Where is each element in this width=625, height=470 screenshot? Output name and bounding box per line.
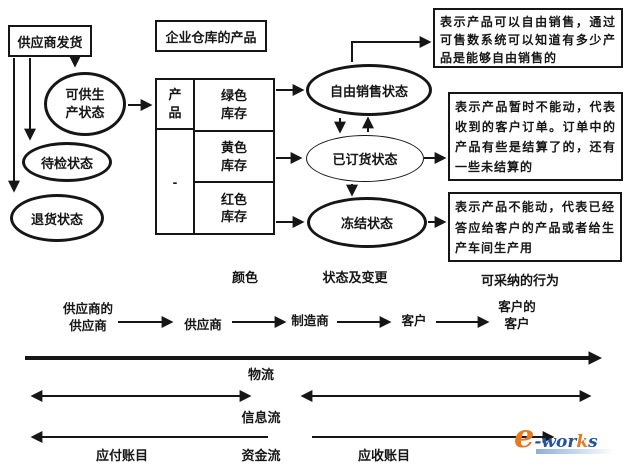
state-frozen-label: 冻结状态 [340, 216, 393, 231]
state-returned: 退货状态 [10, 194, 104, 242]
label-capital-flow: 资金流 [241, 448, 281, 463]
product-table: 产品 - 绿色库存 黄色库存 红色库存 [155, 78, 275, 235]
table-row-yellow: 黄色库存 [195, 132, 273, 184]
product-header-label: 产品 [168, 87, 182, 120]
note-ordered: 表示产品暂时不能动，代表收到的客户订单。订单中的产品有些是结算了的，还有一些未结… [448, 92, 623, 181]
state-free-sale: 自由销售状态 [306, 64, 432, 116]
state-ordered: 已订货状态 [306, 135, 424, 182]
label-actions: 可采纳的行为 [480, 273, 559, 288]
state-frozen: 冻结状态 [307, 197, 427, 248]
state-producible-label: 可供生产状态 [65, 87, 105, 120]
eworks-logo-s: s [588, 432, 598, 452]
chain-supplier: 供应商 [184, 318, 222, 332]
chain-customers-customer: 客户的客户 [498, 300, 536, 331]
product-header-cell: 产品 [157, 80, 193, 130]
state-free-sale-label: 自由销售状态 [329, 83, 408, 99]
state-returned-label: 退货状态 [30, 211, 83, 227]
state-producible: 可供生产状态 [44, 72, 126, 136]
product-table-left-column: 产品 - [157, 80, 195, 233]
label-color: 颜色 [231, 270, 258, 285]
table-row-red: 红色库存 [195, 183, 273, 233]
product-dash-cell: - [172, 173, 178, 190]
label-material-flow: 物流 [247, 367, 274, 382]
warehouse-products-label: 企业仓库的产品 [165, 29, 257, 45]
table-row-green: 绿色库存 [195, 80, 273, 132]
chain-manufacturer: 制造商 [291, 314, 329, 328]
label-state-change: 状态及变更 [322, 270, 388, 285]
eworks-logo-k: k [576, 432, 589, 452]
supplier-ship-box: 供应商发货 [8, 25, 92, 57]
note-frozen: 表示产品不能动，代表已经答应给客户的产品或者给生产车间生产用 [448, 192, 622, 262]
chain-customer: 客户 [401, 314, 427, 328]
supplier-ship-label: 供应商发货 [17, 34, 83, 50]
eworks-logo: e-works [514, 420, 622, 466]
state-awaiting-label: 待检状态 [40, 155, 93, 171]
chain-suppliers-supplier: 供应商的供应商 [62, 302, 113, 333]
product-table-rows: 绿色库存 黄色库存 红色库存 [195, 80, 273, 233]
label-information-flow: 信息流 [241, 410, 281, 425]
state-ordered-label: 已订货状态 [332, 152, 398, 167]
label-receivable: 应收账目 [357, 448, 410, 463]
red-stock-label: 红色库存 [220, 191, 247, 225]
state-awaiting-inspection: 待检状态 [22, 142, 112, 182]
green-stock-label: 绿色库存 [220, 88, 247, 121]
yellow-stock-label: 黄色库存 [220, 139, 247, 173]
eworks-logo-e: e [514, 417, 535, 455]
eworks-logo-wor: -wor [534, 432, 577, 452]
note-free-sale: 表示产品可以自由销售，通过可售数系统可以知道有多少产品是能够自由销售的 [433, 8, 623, 68]
arrow-freesale-to-note [351, 36, 432, 62]
eworks-logo-bar [536, 449, 614, 454]
warehouse-products-box: 企业仓库的产品 [155, 20, 267, 52]
label-payable: 应付账目 [95, 448, 148, 463]
